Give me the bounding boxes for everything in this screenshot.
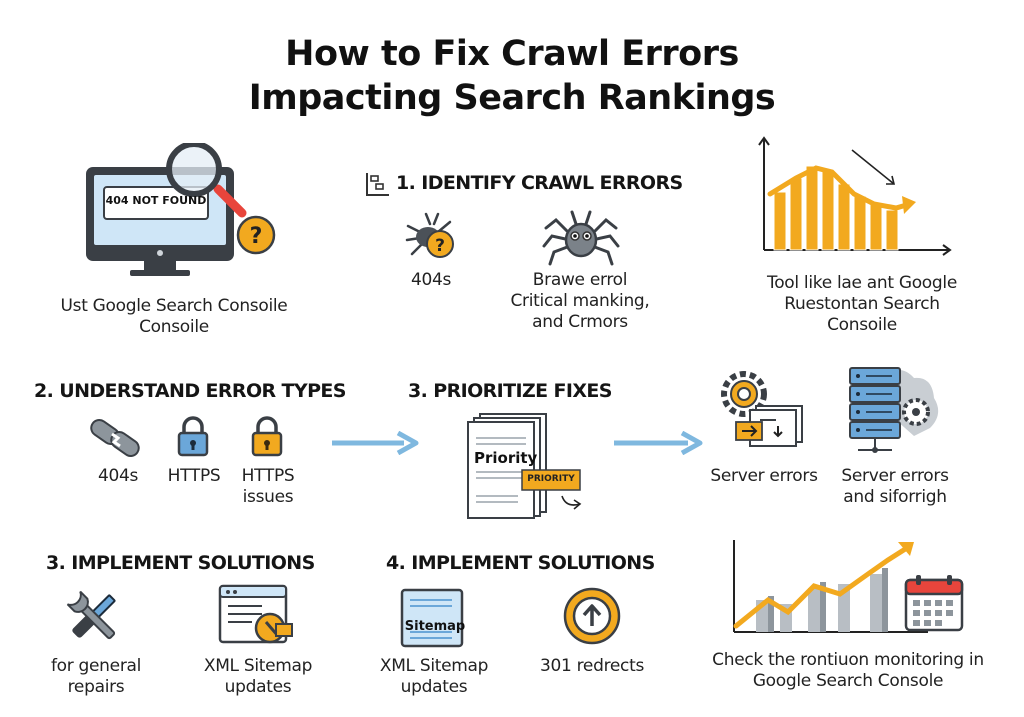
monitoring-caption: Check the rontiuon monitoring in Google … (712, 650, 984, 691)
step-3-implement-item-1-caption: for general repairs (50, 656, 142, 697)
question-badge-icon: ? (236, 215, 276, 255)
step-1-heading: 1. IDENTIFY CRAWL ERRORS (396, 172, 683, 194)
monitor-magnifier-illustration: ? (82, 143, 282, 278)
monitor-caption: Ust Google Search Consoile Consoile (60, 296, 288, 337)
step-3-prioritize-heading: 3. PRIORITIZE FIXES (408, 380, 612, 402)
step-3-implement-item-2-caption: XML Sitemap updates (203, 656, 313, 697)
step-3-implement-heading: 3. IMPLEMENT SOLUTIONS (46, 552, 315, 574)
sitemap-doc-icon (398, 588, 472, 650)
page-title-line-1: How to Fix Crawl Errors (285, 34, 739, 74)
orange-lock-icon (249, 414, 285, 458)
priority-doc-title: Priority (474, 449, 538, 467)
step-2-heading: 2. UNDERSTAND ERROR TYPES (34, 380, 346, 402)
broken-link-icon (88, 416, 144, 460)
step-1-item-1-caption: 404s (410, 270, 452, 290)
sitemap-doc-label: Sitemap (404, 619, 466, 634)
magnifier-icon (166, 143, 247, 218)
rising-chart-icon (728, 538, 978, 638)
wrench-screwdriver-icon (62, 586, 124, 648)
bug-question-icon: ? (404, 210, 460, 260)
gear-files-icon (716, 366, 808, 456)
flow-steps-icon (364, 170, 392, 198)
calendar-icon (904, 574, 966, 634)
step-4-implement-item-1-caption: XML Sitemap updates (379, 656, 489, 697)
spider-icon (540, 206, 622, 268)
flow-arrow-right-icon-2 (612, 431, 704, 455)
priority-tag: PRIORITY (527, 474, 575, 484)
priority-documents-icon (466, 412, 606, 520)
step-4-implement-item-2-caption: 301 redrects (539, 656, 645, 676)
chart-caption: Tool like lae ant Google Ruestontan Sear… (767, 273, 957, 335)
page-title-line-2: Impacting Search Rankings (248, 78, 776, 118)
declining-chart-icon (756, 136, 956, 258)
sitemap-window-icon (218, 584, 298, 650)
server-item-2-caption: Server errors and siforrigh (841, 466, 949, 507)
svg-text:?: ? (250, 224, 263, 249)
step-2-item-1-caption: 404s (97, 466, 139, 486)
screen-error-text: 404 NOT FOUND (105, 194, 207, 207)
redirect-up-arrow-icon (562, 586, 622, 646)
step-1-item-2-caption: Brawe errol Critical manking, and Crmors (510, 270, 650, 332)
svg-text:?: ? (435, 236, 445, 256)
step-4-implement-heading: 4. IMPLEMENT SOLUTIONS (386, 552, 655, 574)
step-2-item-2-caption: HTTPS (167, 466, 221, 486)
server-item-1-caption: Server errors (710, 466, 818, 486)
step-2-item-3-caption: HTTPS issues (241, 466, 295, 507)
server-rack-icon (844, 364, 944, 458)
monitor-icon: ? (86, 143, 276, 276)
flow-arrow-right-icon (330, 431, 420, 455)
blue-lock-icon (175, 414, 211, 458)
